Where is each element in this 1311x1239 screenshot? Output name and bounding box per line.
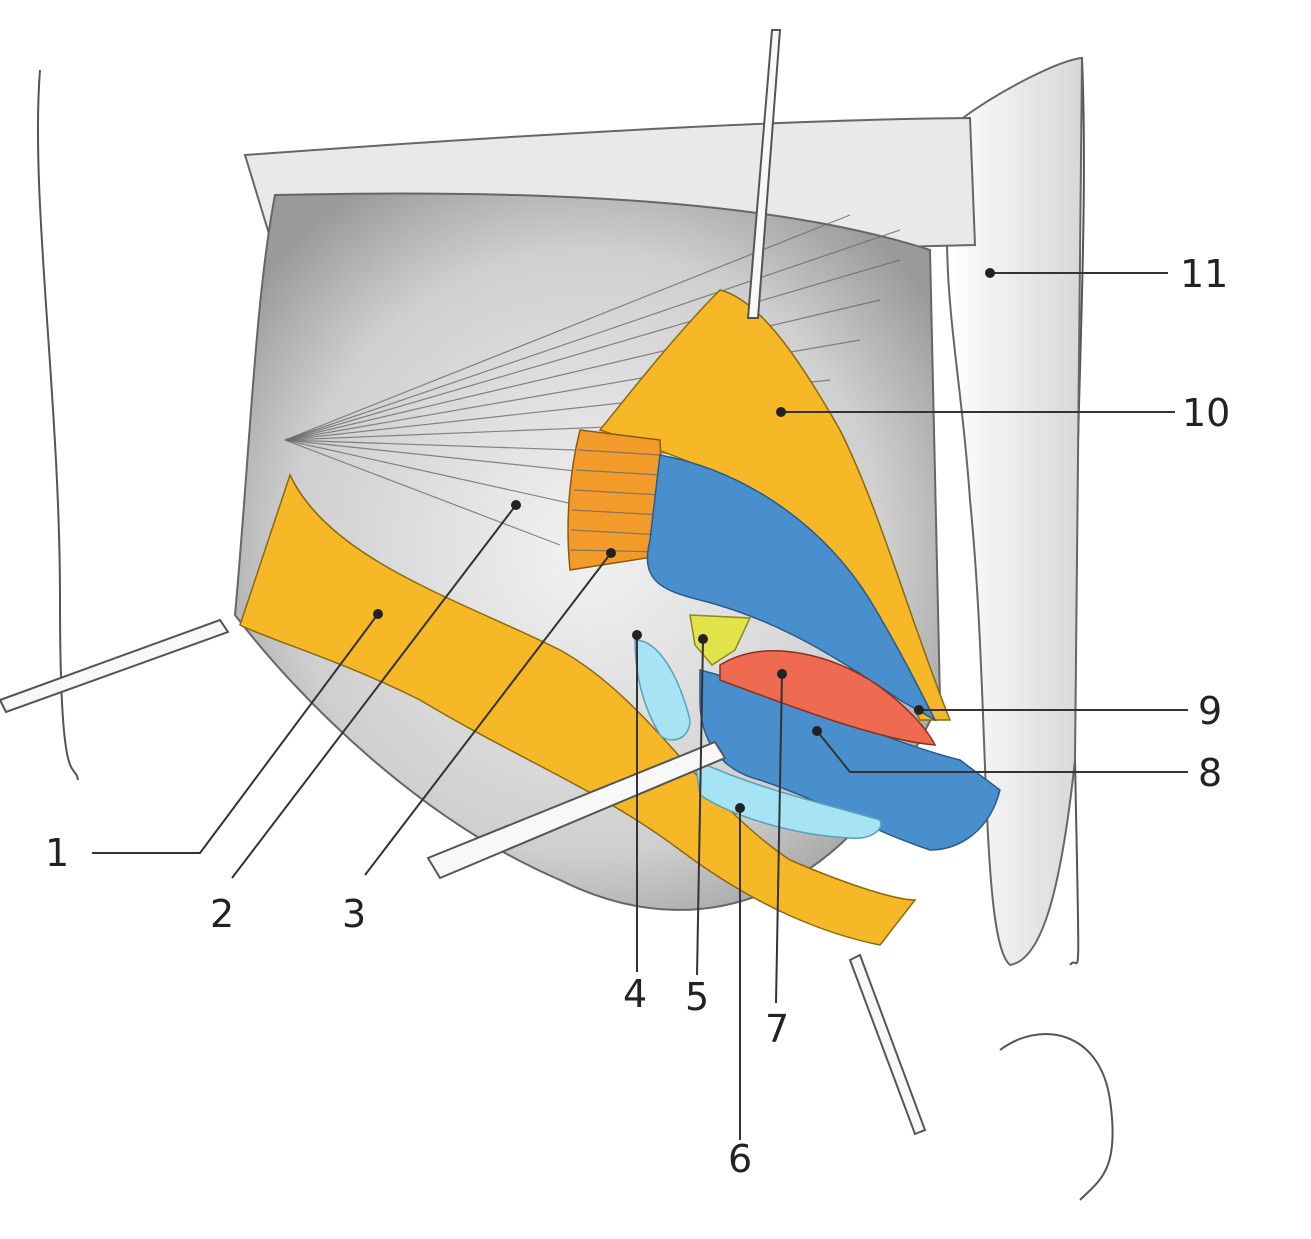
label-6: 6 bbox=[728, 1137, 752, 1181]
label-7: 7 bbox=[765, 1007, 789, 1051]
red-structure-7 bbox=[719, 650, 937, 746]
yellow-band-structure-1 bbox=[239, 472, 917, 946]
label-9: 9 bbox=[1198, 689, 1222, 733]
label-10: 10 bbox=[1182, 391, 1230, 435]
label-2: 2 bbox=[210, 892, 234, 936]
label-3: 3 bbox=[342, 892, 366, 936]
skin-flap-right bbox=[946, 56, 1084, 967]
blue-muscle-upper bbox=[646, 454, 937, 722]
label-1: 1 bbox=[45, 831, 69, 875]
label-8: 8 bbox=[1198, 751, 1222, 795]
orange-block-striations bbox=[569, 449, 665, 553]
retractor-rods bbox=[0, 29, 927, 1136]
label-11: 11 bbox=[1180, 252, 1228, 296]
number-labels: 1 2 3 4 5 6 7 8 9 10 11 bbox=[45, 252, 1230, 1181]
leader-lines bbox=[92, 268, 1188, 1140]
light-blue-structure-4 bbox=[634, 639, 691, 741]
label-5: 5 bbox=[685, 975, 709, 1019]
orange-muscle-block bbox=[567, 429, 666, 571]
label-4: 4 bbox=[623, 972, 647, 1016]
lemon-structure-5 bbox=[689, 614, 752, 666]
